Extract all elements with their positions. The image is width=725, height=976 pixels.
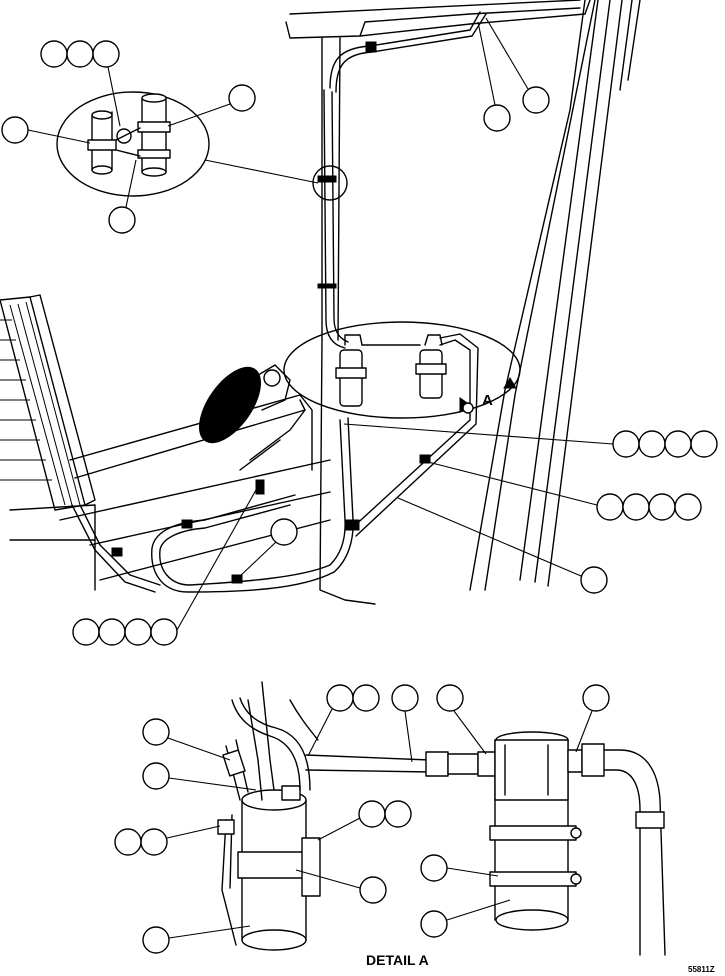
detail-a-caption: DETAIL A	[366, 952, 429, 968]
hose-routing	[71, 11, 487, 593]
compressor	[198, 364, 291, 444]
callout-balloons-detail	[114, 684, 610, 954]
figure-id: 55811Z	[688, 965, 715, 974]
cab-frame	[0, 0, 641, 605]
detail-a-view	[217, 681, 666, 956]
view-label-a: A	[482, 392, 493, 409]
detail-a-callout: A	[283, 321, 521, 419]
callout-balloons-upper	[1, 17, 718, 646]
clamp-detail-inset	[56, 91, 348, 201]
